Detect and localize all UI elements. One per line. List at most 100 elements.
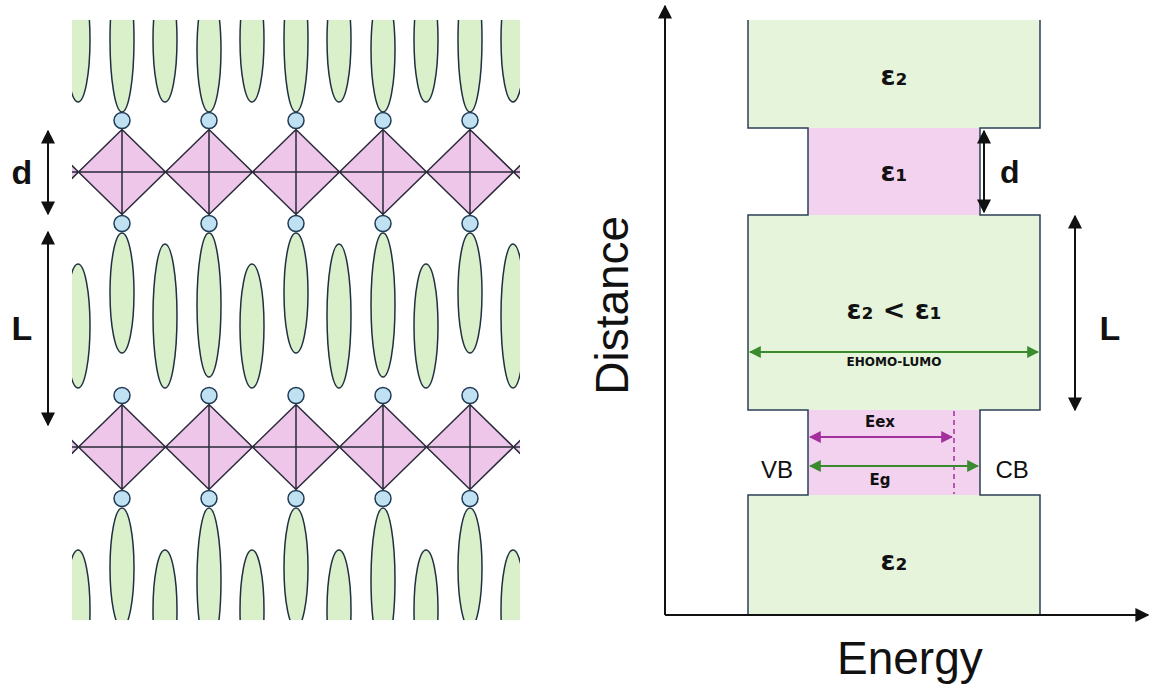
gap-arrow xyxy=(810,465,978,467)
organic-cation xyxy=(414,20,438,102)
inorganic-band xyxy=(808,128,980,215)
band-label: Eex xyxy=(865,414,895,431)
axis xyxy=(665,614,1148,616)
inorganic-band xyxy=(808,410,980,495)
dimension-label: d xyxy=(1000,155,1020,190)
octahedron xyxy=(166,130,253,215)
head-group xyxy=(288,113,304,129)
octahedron xyxy=(166,405,253,490)
organic-cation xyxy=(371,508,395,620)
organic-cation xyxy=(458,20,482,112)
octahedron xyxy=(79,130,166,215)
head-group xyxy=(288,388,304,404)
exciton-level xyxy=(953,411,955,494)
organic-cation xyxy=(153,20,177,102)
organic-cation xyxy=(72,264,90,388)
head-group xyxy=(114,491,130,507)
organic-cation xyxy=(197,508,221,620)
dimension-label: L xyxy=(12,310,33,347)
band-edge xyxy=(980,20,1040,615)
organic-cation xyxy=(371,20,395,112)
organic-cation xyxy=(72,20,90,102)
organic-cation xyxy=(501,550,520,620)
head-group xyxy=(201,388,217,404)
head-group xyxy=(114,388,130,404)
axis-title: Energy xyxy=(837,633,983,684)
head-group xyxy=(201,113,217,129)
organic-cation xyxy=(414,264,438,388)
octahedron xyxy=(79,405,166,490)
head-group xyxy=(201,216,217,232)
head-group xyxy=(114,113,130,129)
dimension-label: d xyxy=(12,154,33,191)
organic-cation xyxy=(197,233,221,377)
organic-cation xyxy=(153,550,177,620)
octahedron xyxy=(253,130,340,215)
organic-cation xyxy=(240,20,264,102)
organic-cation xyxy=(197,20,221,112)
organic-cation xyxy=(458,233,482,353)
organic-band xyxy=(748,20,1040,128)
organic-layer-band: ε₂ xyxy=(748,495,1040,615)
organic-cation xyxy=(240,264,264,388)
organic-band xyxy=(748,495,1040,615)
band-label: ε₂ < ε₁ xyxy=(846,295,941,325)
organic-cation xyxy=(110,233,134,353)
head-group xyxy=(375,388,391,404)
organic-cation xyxy=(110,20,134,112)
head-group xyxy=(288,216,304,232)
organic-cation xyxy=(414,550,438,620)
organic-cation xyxy=(371,233,395,377)
dimension-arrow xyxy=(47,131,49,214)
octahedron xyxy=(514,130,521,215)
head-group xyxy=(375,113,391,129)
head-group xyxy=(201,491,217,507)
organic-cation xyxy=(72,550,90,620)
band-label: Eg xyxy=(870,472,891,489)
head-group xyxy=(114,216,130,232)
organic-cation xyxy=(110,508,134,620)
gap-arrow xyxy=(750,351,1038,353)
inorganic-layer-band: EexEg xyxy=(808,410,980,495)
dimension-arrow xyxy=(983,131,985,212)
dimension-arrow xyxy=(1074,216,1076,410)
head-group xyxy=(288,491,304,507)
band-label: ε₂ xyxy=(881,61,908,91)
organic-cation xyxy=(284,233,308,353)
dimension-label: L xyxy=(1100,310,1121,347)
organic-layer-band: ε₂ xyxy=(748,20,1040,128)
octahedron xyxy=(340,405,427,490)
organic-cation xyxy=(240,550,264,620)
axis xyxy=(664,6,666,615)
octahedron xyxy=(253,405,340,490)
head-group xyxy=(375,491,391,507)
dimension-arrow xyxy=(47,232,49,425)
octahedron xyxy=(340,130,427,215)
organic-cation xyxy=(284,508,308,620)
organic-cation xyxy=(327,244,351,388)
organic-cation xyxy=(501,244,520,388)
inorganic-layer-band: ε₁ xyxy=(808,128,980,215)
axis-title: Distance xyxy=(587,215,638,394)
head-group xyxy=(462,491,478,507)
organic-cation xyxy=(501,20,520,102)
organic-cation xyxy=(284,20,308,112)
band-label: ε₁ xyxy=(881,157,908,187)
octahedron xyxy=(427,130,514,215)
band-label: EHOMO-LUMO xyxy=(847,356,942,369)
organic-cation xyxy=(458,508,482,620)
organic-cation xyxy=(327,550,351,620)
head-group xyxy=(462,388,478,404)
head-group xyxy=(462,113,478,129)
band-edge-label: VB xyxy=(761,457,793,483)
organic-cation xyxy=(327,20,351,102)
octahedron xyxy=(514,405,521,490)
organic-band xyxy=(748,215,1040,410)
octahedron xyxy=(427,405,514,490)
band-edge xyxy=(748,20,808,615)
exciton-arrow xyxy=(810,436,952,438)
organic-cation xyxy=(153,244,177,388)
organic-layer-band: ε₂ < ε₁ EHOMO-LUMO xyxy=(748,215,1040,410)
head-group xyxy=(375,216,391,232)
